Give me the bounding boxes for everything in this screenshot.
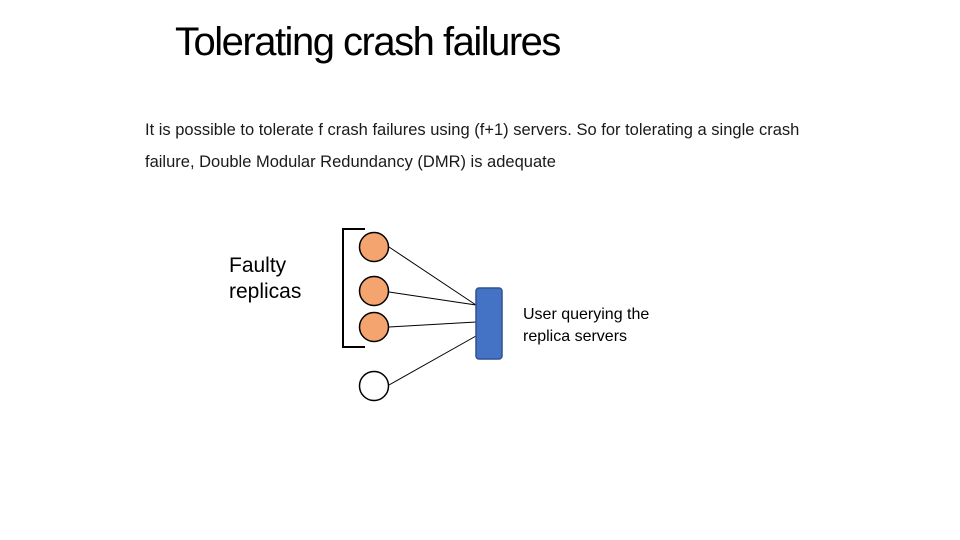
user-client-box <box>475 287 503 360</box>
connection-line <box>388 246 477 306</box>
connection-line <box>388 321 477 328</box>
replica-node-faulty <box>358 311 390 343</box>
replica-node-faulty <box>358 231 390 263</box>
user-querying-label: User querying the replica servers <box>523 306 650 345</box>
replica-node-correct <box>358 370 390 402</box>
connection-line <box>388 291 477 306</box>
faulty-bracket <box>342 228 365 348</box>
slide-title: Tolerating crash failures <box>175 20 561 64</box>
faulty-replicas-label: Faulty replicas <box>229 254 302 303</box>
connection-line <box>388 335 477 386</box>
body-text: It is possible to tolerate f crash failu… <box>145 121 800 171</box>
replica-node-faulty <box>358 275 390 307</box>
